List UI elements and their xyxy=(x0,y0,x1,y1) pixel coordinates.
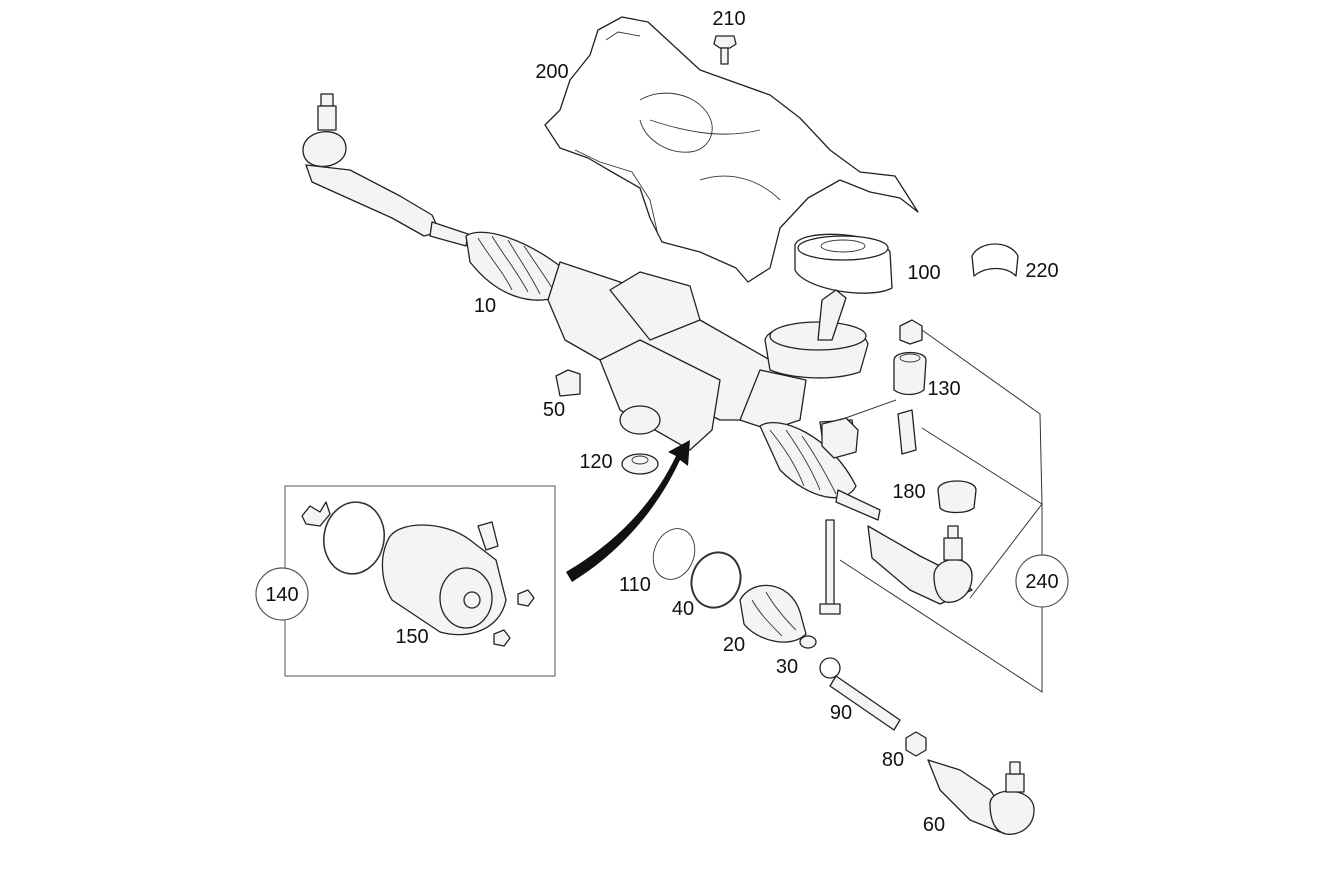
callout-label-180: 180 xyxy=(892,481,925,503)
nut-part-240 xyxy=(899,319,923,345)
leader-line-240 xyxy=(921,329,1043,505)
clip-part-30 xyxy=(799,635,817,649)
grommet-part-120 xyxy=(621,453,659,475)
bolt-part-210 xyxy=(713,35,737,65)
collar-part-180 xyxy=(937,480,977,514)
callout-label-100: 100 xyxy=(907,262,940,284)
callout-label-50: 50 xyxy=(543,399,565,421)
bushing-part-240 xyxy=(821,417,859,459)
callout-label-40: 40 xyxy=(672,598,694,620)
steering-rack-part-10 xyxy=(302,93,973,605)
leader-line-240b xyxy=(839,399,897,421)
cap-part-220 xyxy=(971,243,1019,277)
callout-label-120: 120 xyxy=(579,451,612,473)
callout-label-140: 140 xyxy=(265,584,298,606)
clamp-part-40 xyxy=(690,551,742,609)
motor-kit-contents xyxy=(301,501,535,647)
callout-label-150: 150 xyxy=(395,626,428,648)
inner-tie-rod-part-90 xyxy=(819,657,901,731)
long-bolt-part-240 xyxy=(819,519,841,615)
tie-rod-end-part-60 xyxy=(927,759,1035,835)
sleeve-part-240 xyxy=(897,409,917,455)
callout-circle-140 xyxy=(255,567,309,621)
heat-shield-part-200 xyxy=(544,16,919,283)
plug-part-50 xyxy=(555,369,581,397)
callout-label-130: 130 xyxy=(927,378,960,400)
callout-label-10: 10 xyxy=(474,295,496,317)
o-ring-part-110 xyxy=(652,528,696,580)
callout-label-200: 200 xyxy=(535,61,568,83)
boot-seal-part-100 xyxy=(794,233,893,294)
callout-label-90: 90 xyxy=(830,702,852,724)
assembly-arrow xyxy=(566,440,690,582)
callout-label-220: 220 xyxy=(1025,260,1058,282)
callout-label-240: 240 xyxy=(1025,571,1058,593)
callout-label-30: 30 xyxy=(776,656,798,678)
callout-label-60: 60 xyxy=(923,814,945,836)
lock-nut-part-80 xyxy=(905,731,927,757)
callout-label-80: 80 xyxy=(882,749,904,771)
callout-label-20: 20 xyxy=(723,634,745,656)
callout-label-110: 110 xyxy=(619,574,651,596)
callout-label-210: 210 xyxy=(712,8,745,30)
bellows-part-20 xyxy=(739,584,807,643)
bushing-part-130 xyxy=(893,351,927,396)
leader-line-240d xyxy=(969,503,1043,599)
callout-circle-240 xyxy=(1015,554,1069,608)
